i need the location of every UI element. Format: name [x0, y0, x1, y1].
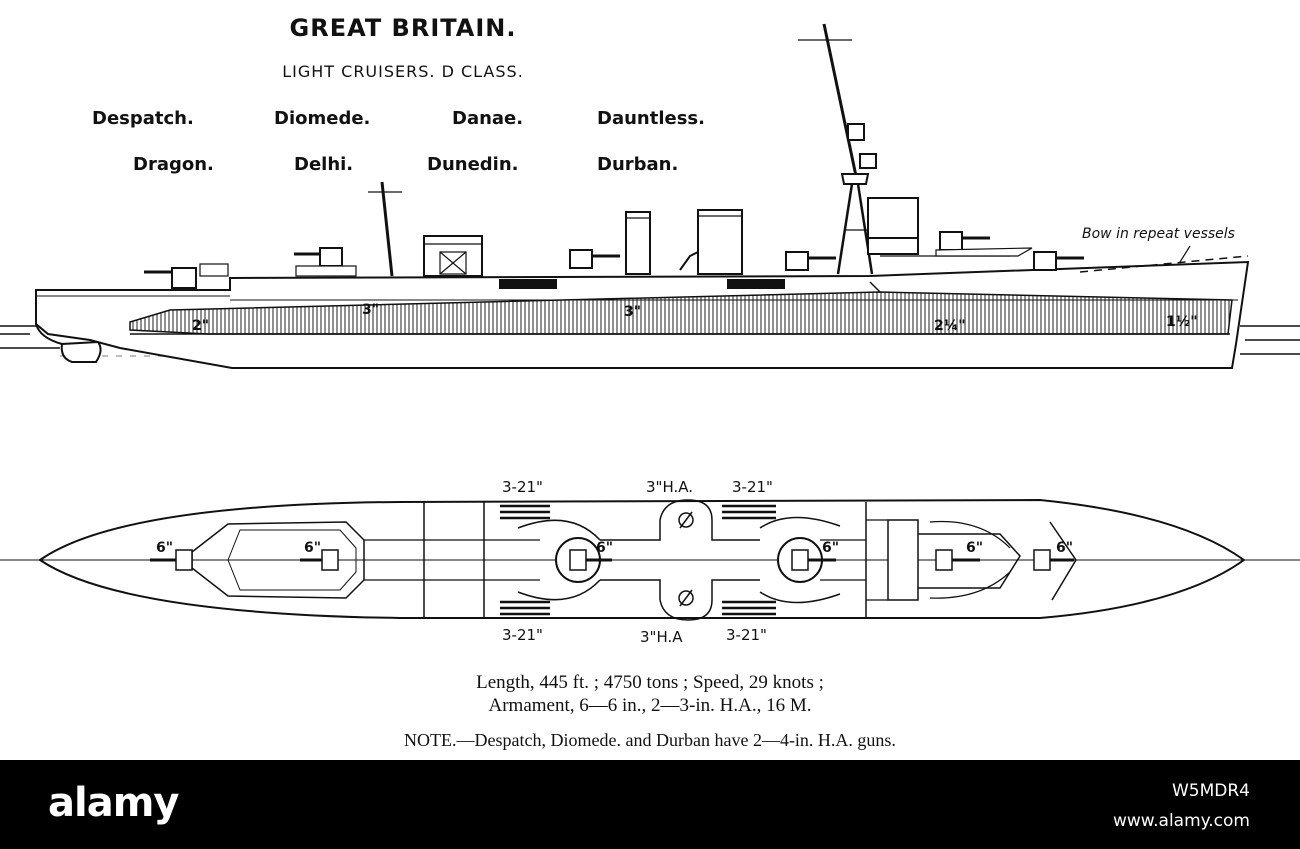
bow-note: Bow in repeat vessels	[1082, 226, 1235, 242]
ship-name: Durban.	[597, 154, 679, 175]
gun-label: 6"	[304, 540, 321, 556]
ship-name: Dauntless.	[597, 108, 705, 129]
armour-label: 3"	[624, 304, 641, 320]
torpedo-tubes	[727, 279, 785, 289]
plan-view	[0, 498, 1300, 621]
bridge-plan	[887, 519, 919, 601]
ha-label: 3"H.A	[640, 628, 683, 646]
ship-name: Danae.	[452, 108, 524, 129]
gun-mount	[144, 263, 229, 289]
specs-line: Armament, 6—6 in., 2—3-in. H.A., 16 M.	[488, 695, 812, 716]
armour-label: 1½"	[1166, 314, 1198, 330]
gun-mount	[569, 249, 620, 269]
armour-label: 2¼"	[934, 318, 966, 334]
torpedo-tubes	[500, 504, 776, 616]
armour-belt	[129, 291, 1233, 335]
ship-name: Dunedin.	[427, 154, 519, 175]
ship-drawings: Bow in repeat vessels 2" 3" 3" 2¼" 1½"	[0, 23, 1300, 646]
armour-label: 2"	[192, 318, 209, 334]
ha-gun	[678, 511, 694, 607]
specs-note: NOTE.—Despatch, Diomede. and Durban have…	[404, 730, 896, 750]
specs-line: Length, 445 ft. ; 4750 tons ; Speed, 29 …	[476, 672, 824, 693]
gun-mount	[935, 231, 1033, 257]
repeat-bow-line	[1079, 255, 1249, 273]
torpedo-tubes	[499, 279, 557, 289]
gun-mount	[785, 251, 836, 271]
site-url: www.alamy.com	[1112, 811, 1250, 831]
watermark-bar: alamy W5MDR4 www.alamy.com	[0, 760, 1300, 849]
ship-name: Despatch.	[92, 108, 194, 129]
gun-label: 6"	[596, 540, 613, 556]
gun-mount	[1033, 251, 1084, 271]
gun-mount	[294, 247, 357, 277]
main-guns	[150, 549, 1074, 571]
torpedo-label: 3-21"	[726, 626, 767, 644]
deckhouse	[423, 235, 483, 277]
profile-view	[0, 23, 1300, 369]
funnel	[625, 211, 651, 275]
foremast	[798, 23, 877, 275]
diagram-sheet: GREAT BRITAIN. LIGHT CRUISERS. D CLASS. …	[0, 14, 1300, 750]
ship-name: Delhi.	[294, 154, 354, 175]
gun-label: 6"	[966, 540, 983, 556]
image-id: W5MDR4	[1171, 781, 1250, 801]
ha-label: 3"H.A.	[646, 478, 693, 496]
ship-name: Dragon.	[133, 154, 214, 175]
alamy-logo: alamy	[48, 780, 179, 826]
ship-name: Diomede.	[274, 108, 371, 129]
armour-label: 3"	[362, 302, 379, 318]
torpedo-label: 3-21"	[502, 478, 543, 496]
funnel	[697, 209, 743, 275]
mainmast	[368, 181, 402, 277]
rudder	[60, 340, 102, 363]
torpedo-label: 3-21"	[502, 626, 543, 644]
gun-label: 6"	[156, 540, 173, 556]
page-title: GREAT BRITAIN.	[289, 14, 517, 42]
gun-label: 6"	[1056, 540, 1073, 556]
page-subtitle: LIGHT CRUISERS. D CLASS.	[282, 62, 524, 81]
bridge	[867, 197, 1010, 257]
torpedo-label: 3-21"	[732, 478, 773, 496]
gun-label: 6"	[822, 540, 839, 556]
